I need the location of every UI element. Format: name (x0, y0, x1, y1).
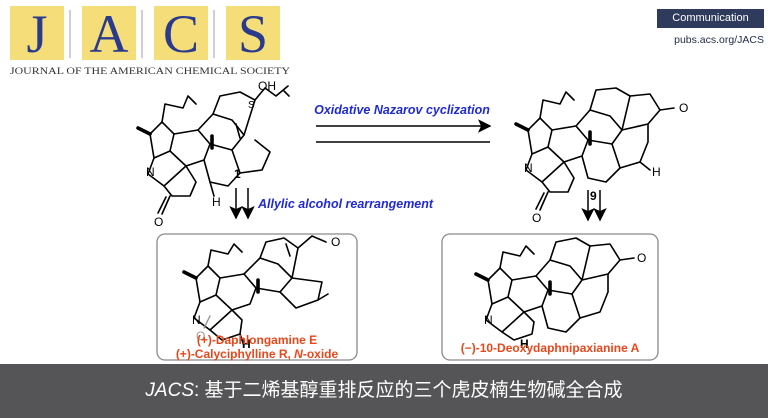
n-label-9: N (524, 161, 533, 175)
journal-full-name: JOURNAL OF THE AMERICAN CHEMICAL SOCIETY (10, 66, 290, 76)
h-label-left: H (242, 337, 251, 351)
product-name-daphlongamine-e: (+)-Daphlongamine E (197, 333, 317, 347)
h-label-9: H (652, 165, 661, 179)
compound-1-structure (136, 85, 290, 215)
n-label-left: N (192, 313, 201, 327)
logo-letter-s: S (238, 4, 268, 64)
product-box-left (156, 233, 358, 361)
reaction-arrows (229, 119, 607, 222)
compound-1-number: 1 (234, 167, 241, 181)
caption-text: JACS: 基于二烯基醇重排反应的三个虎皮楠生物碱全合成 (0, 364, 768, 418)
reaction-scheme: OH S N O H 1 O N O H 9 O N O H O N H Oxi… (136, 79, 688, 361)
oh-label: OH (258, 79, 276, 93)
top-arrow-label: Oxidative Nazarov cyclization (314, 103, 490, 117)
daphlongamine-e-structure (182, 235, 329, 347)
ketone-o-label-left: O (331, 235, 340, 249)
caption-title: : 基于二烯基醇重排反应的三个虎皮楠生物碱全合成 (194, 380, 623, 401)
ketone-o-label-right: O (637, 251, 646, 265)
article-type-badge: Communication (657, 9, 764, 28)
n-oxide-o-label: O (196, 329, 205, 343)
h-label-1: H (212, 195, 221, 209)
caption-bar: JACS: 基于二烯基醇重排反应的三个虎皮楠生物碱全合成 (0, 364, 768, 418)
caption-journal: JACS (145, 380, 194, 401)
jacs-logo: J A C S JOURNAL OF THE AMERICAN CHEMICAL… (8, 4, 293, 76)
left-arrow-label: Allylic alcohol rearrangement (257, 197, 434, 211)
product-name-deoxydaphnipaxianine-a: (−)-10-Deoxydaphnipaxianine A (461, 341, 640, 355)
compound-9-structure (514, 87, 675, 211)
ketone-o-label-9: O (679, 101, 688, 115)
s-stereo-label: S (248, 100, 255, 111)
journal-url: pubs.acs.org/JACS (674, 34, 764, 46)
logo-tile-s (226, 6, 280, 60)
product-box-right (441, 233, 659, 361)
h-label-right: H (520, 337, 529, 351)
logo-letter-a: A (90, 4, 129, 64)
n-label-1: N (146, 165, 155, 179)
product-name-calyciphylline-r: (+)-Calyciphylline R, N-oxide (176, 347, 339, 361)
logo-tile-c (154, 6, 208, 60)
logo-letter-c: C (163, 4, 199, 64)
journal-masthead: J A C S JOURNAL OF THE AMERICAN CHEMICAL… (0, 0, 768, 80)
n-label-right: N (484, 313, 493, 327)
logo-tile-a (82, 6, 136, 60)
compound-9-number: 9 (590, 189, 597, 203)
o-label-1: O (154, 215, 163, 229)
logo-letter-j: J (26, 4, 47, 64)
logo-tile-j (10, 6, 64, 60)
o-label-9: O (532, 211, 541, 225)
deoxydaphnipaxianine-a-structure (474, 237, 635, 341)
